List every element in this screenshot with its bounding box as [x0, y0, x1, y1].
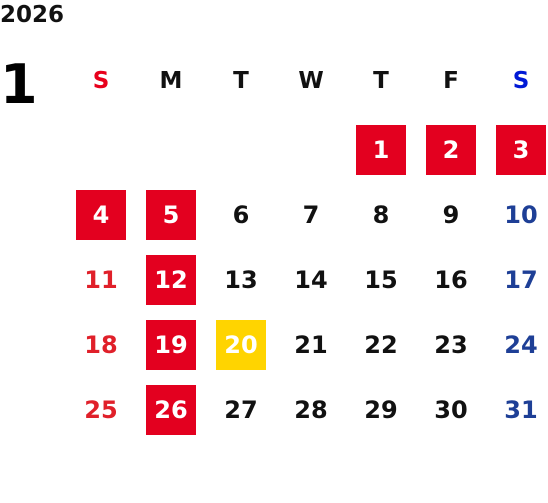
- day-cell[interactable]: 26: [146, 385, 196, 435]
- day-cell[interactable]: 14: [294, 266, 328, 294]
- year-label: 2026: [0, 2, 65, 28]
- day-cell[interactable]: 24: [504, 331, 538, 359]
- day-cell[interactable]: 10: [504, 201, 538, 229]
- day-cell[interactable]: 9: [442, 201, 460, 229]
- day-cell[interactable]: 4: [76, 190, 126, 240]
- day-cell[interactable]: 3: [496, 125, 546, 175]
- day-cell[interactable]: 30: [434, 396, 468, 424]
- day-cell[interactable]: 29: [364, 396, 398, 424]
- day-cell[interactable]: 12: [146, 255, 196, 305]
- day-cell[interactable]: 21: [294, 331, 328, 359]
- day-cell[interactable]: 23: [434, 331, 468, 359]
- day-cell[interactable]: 27: [224, 396, 258, 424]
- day-cell[interactable]: 2: [426, 125, 476, 175]
- weekday-sat: S: [512, 68, 530, 94]
- day-cell[interactable]: 1: [356, 125, 406, 175]
- month-label: 1: [0, 53, 38, 116]
- day-cell[interactable]: 31: [504, 396, 538, 424]
- day-cell[interactable]: 25: [84, 396, 118, 424]
- day-cell[interactable]: 16: [434, 266, 468, 294]
- day-cell[interactable]: 18: [84, 331, 118, 359]
- day-cell[interactable]: 5: [146, 190, 196, 240]
- weekday-sun: S: [92, 68, 110, 94]
- day-cell[interactable]: 17: [504, 266, 538, 294]
- weekday-tue: T: [233, 68, 249, 94]
- weekday-wed: W: [298, 68, 324, 94]
- day-cell[interactable]: 28: [294, 396, 328, 424]
- day-cell[interactable]: 20: [216, 320, 266, 370]
- day-cell[interactable]: 6: [232, 201, 250, 229]
- day-cell[interactable]: 8: [372, 201, 390, 229]
- day-cell[interactable]: 7: [302, 201, 320, 229]
- day-cell[interactable]: 19: [146, 320, 196, 370]
- day-cell[interactable]: 15: [364, 266, 398, 294]
- weekday-mon: M: [159, 68, 183, 94]
- day-cell[interactable]: 11: [84, 266, 118, 294]
- day-cell[interactable]: 22: [364, 331, 398, 359]
- weekday-thu: T: [373, 68, 389, 94]
- weekday-fri: F: [443, 68, 459, 94]
- day-cell[interactable]: 13: [224, 266, 258, 294]
